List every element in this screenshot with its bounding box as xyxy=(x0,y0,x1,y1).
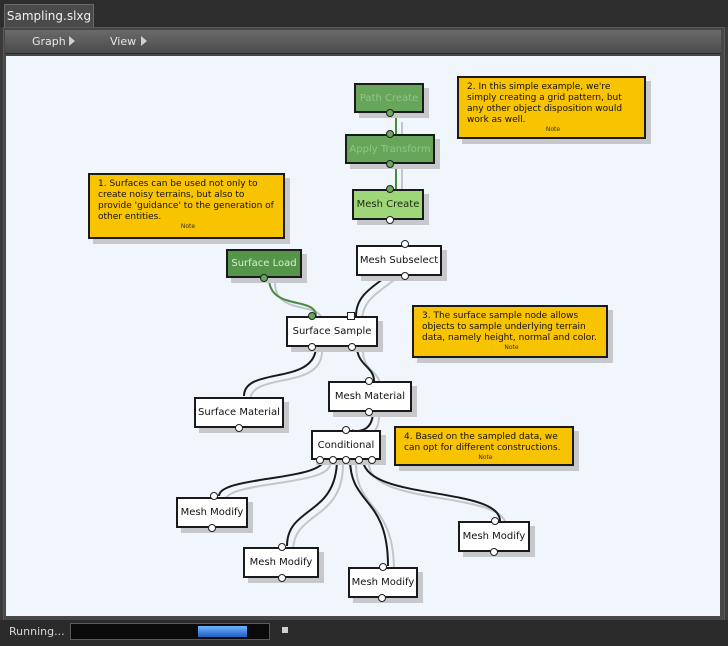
note-3-tag: Note xyxy=(504,344,519,351)
note-4-tag: Note xyxy=(478,454,493,461)
port-surface-sample-surface-in[interactable] xyxy=(308,312,316,320)
chevron-right-icon xyxy=(141,36,147,46)
node-mesh-create[interactable]: Mesh Create xyxy=(352,189,424,220)
progress-bar xyxy=(70,623,270,640)
note-2[interactable]: 2. In this simple example, we're simply … xyxy=(457,76,646,139)
status-bar: Running... xyxy=(0,620,728,646)
progress-fill xyxy=(198,626,247,637)
note-1-tag: Note xyxy=(180,223,196,230)
port-apply-transform-in[interactable] xyxy=(386,130,394,138)
port-mesh-subselect-out[interactable] xyxy=(401,272,409,280)
port-mesh-modify-1-in[interactable] xyxy=(210,492,218,500)
tab-sampling[interactable]: Sampling.slxg xyxy=(4,4,94,27)
menu-graph[interactable]: Graph xyxy=(32,30,75,53)
port-mesh-create-out[interactable] xyxy=(386,216,394,224)
menu-view[interactable]: View xyxy=(110,30,147,53)
port-surface-sample-out-2[interactable] xyxy=(348,343,356,351)
port-surface-sample-out-1[interactable] xyxy=(308,343,316,351)
port-surface-material-out[interactable] xyxy=(235,424,243,432)
port-path-create-out[interactable] xyxy=(386,109,394,117)
stop-icon[interactable] xyxy=(282,627,288,633)
port-mesh-modify-2-out[interactable] xyxy=(278,574,286,582)
note-4[interactable]: 4. Based on the sampled data, we can opt… xyxy=(394,426,574,466)
node-mesh-subselect[interactable]: Mesh Subselect xyxy=(356,245,442,276)
note-2-tag: Note xyxy=(545,126,561,133)
node-surface-material[interactable]: Surface Material xyxy=(194,397,284,428)
port-mesh-modify-3-in[interactable] xyxy=(379,563,387,571)
port-mesh-modify-4-in[interactable] xyxy=(491,517,499,525)
note-4-text: 4. Based on the sampled data, we can opt… xyxy=(404,432,561,453)
note-1-text: 1. Surfaces can be used not only to crea… xyxy=(98,179,274,222)
port-conditional-out-2[interactable] xyxy=(329,456,337,464)
node-surface-sample[interactable]: Surface Sample xyxy=(286,316,378,347)
port-conditional-out-3[interactable] xyxy=(342,456,350,464)
port-mesh-modify-4-out[interactable] xyxy=(490,548,498,556)
menu-bar: Graph View xyxy=(5,30,721,54)
note-3-text: 3. The surface sample node allows object… xyxy=(422,311,597,343)
note-3[interactable]: 3. The surface sample node allows object… xyxy=(412,305,608,358)
menu-view-label: View xyxy=(110,35,137,48)
port-conditional-out-5[interactable] xyxy=(368,456,376,464)
port-mesh-material-out[interactable] xyxy=(365,408,373,416)
note-1[interactable]: 1. Surfaces can be used not only to crea… xyxy=(88,173,285,239)
port-mesh-create-in[interactable] xyxy=(386,185,394,193)
port-mesh-modify-2-in[interactable] xyxy=(278,543,286,551)
chevron-right-icon xyxy=(69,36,75,46)
port-surface-sample-objects-in[interactable] xyxy=(347,312,355,320)
port-apply-transform-out[interactable] xyxy=(386,160,394,168)
graph-canvas[interactable]: 2. In this simple example, we're simply … xyxy=(6,56,720,616)
port-mesh-material-in[interactable] xyxy=(365,377,373,385)
port-mesh-modify-1-out[interactable] xyxy=(208,524,216,532)
port-mesh-subselect-in[interactable] xyxy=(401,240,409,248)
node-path-create[interactable]: Path Create xyxy=(354,83,424,113)
tab-bar: Sampling.slxg xyxy=(0,0,728,27)
port-conditional-out-4[interactable] xyxy=(355,456,363,464)
note-2-text: 2. In this simple example, we're simply … xyxy=(467,82,623,125)
menu-graph-label: Graph xyxy=(32,35,66,48)
port-surface-load-out[interactable] xyxy=(260,274,268,282)
status-text: Running... xyxy=(9,625,65,638)
node-apply-transform[interactable]: Apply Transform xyxy=(345,134,435,164)
port-mesh-modify-3-out[interactable] xyxy=(378,594,386,602)
port-conditional-out-1[interactable] xyxy=(316,456,324,464)
port-conditional-in[interactable] xyxy=(342,426,350,434)
